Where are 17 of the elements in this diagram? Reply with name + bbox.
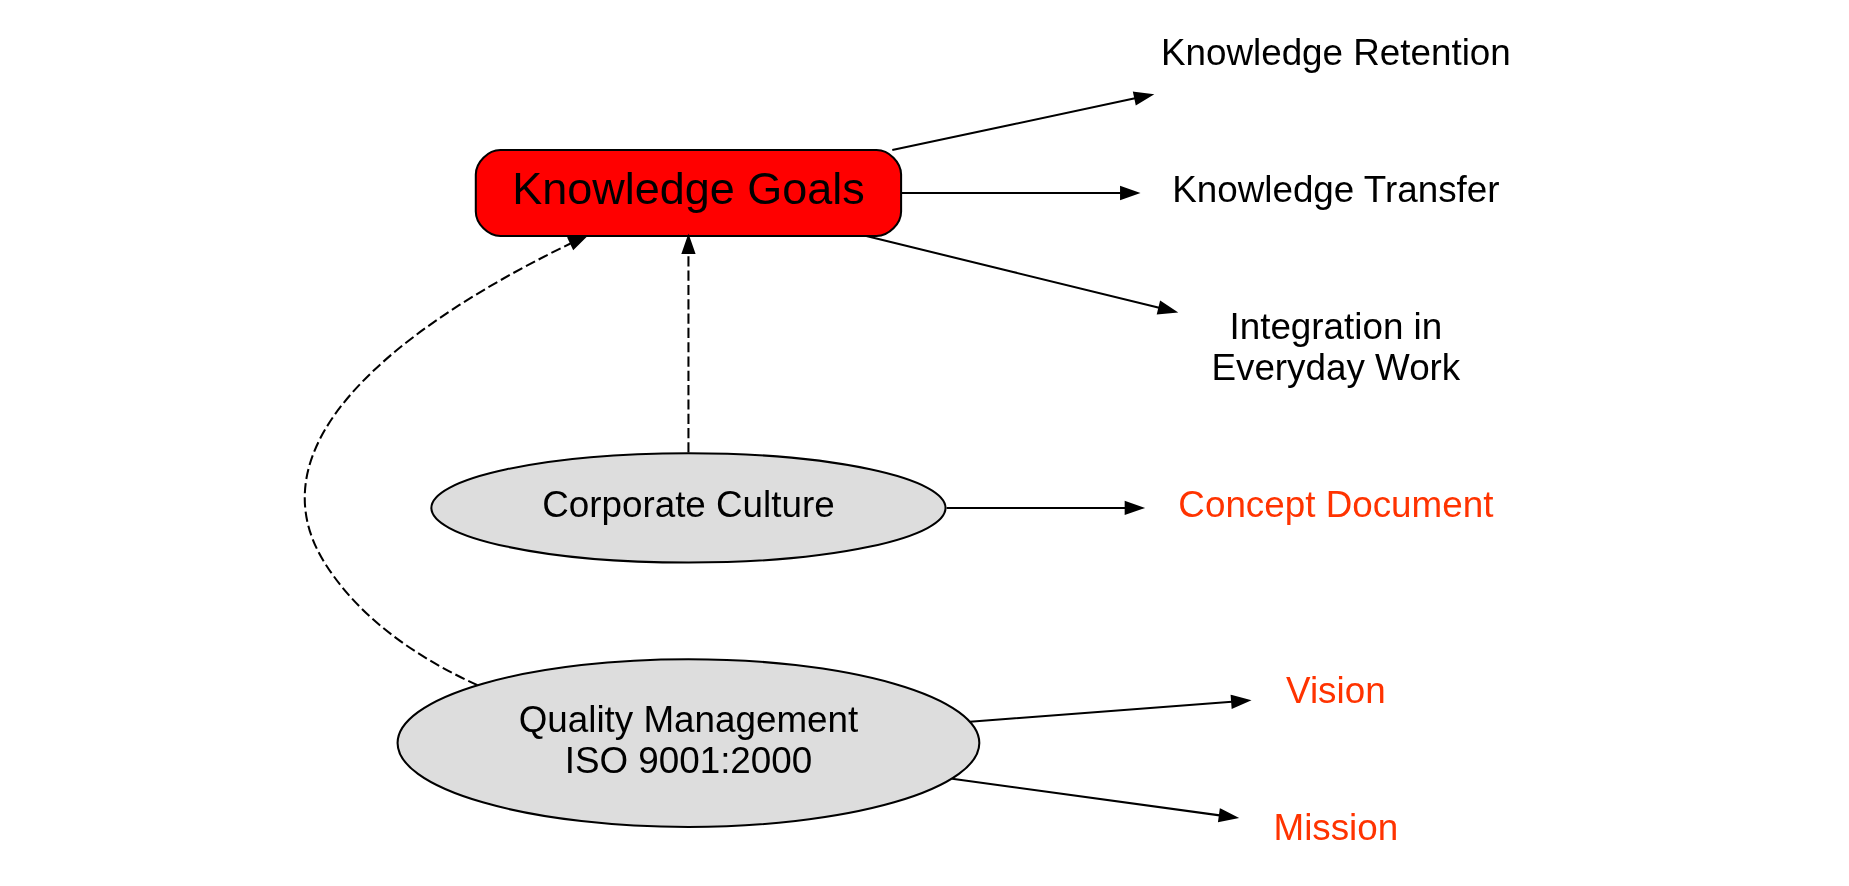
arrow	[892, 91, 1155, 151]
node-text: Concept Document	[1178, 483, 1494, 525]
arrow	[969, 694, 1252, 723]
arrow	[303, 234, 589, 686]
arrow	[901, 185, 1141, 200]
node-text: Vision	[1286, 669, 1386, 711]
node-box: Knowledge Goals	[474, 148, 903, 237]
arrow	[952, 777, 1240, 822]
node-text: Knowledge Transfer	[1172, 168, 1500, 210]
arrow	[866, 234, 1179, 314]
arrow	[946, 500, 1146, 515]
node-ellipse: Corporate Culture	[430, 451, 947, 564]
arrow	[681, 233, 696, 453]
node-ellipse: Quality Management ISO 9001:2000	[396, 657, 981, 828]
node-text: Integration in Everyday Work	[1211, 305, 1461, 388]
node-text: Mission	[1273, 806, 1399, 848]
node-text: Knowledge Retention	[1160, 31, 1511, 73]
